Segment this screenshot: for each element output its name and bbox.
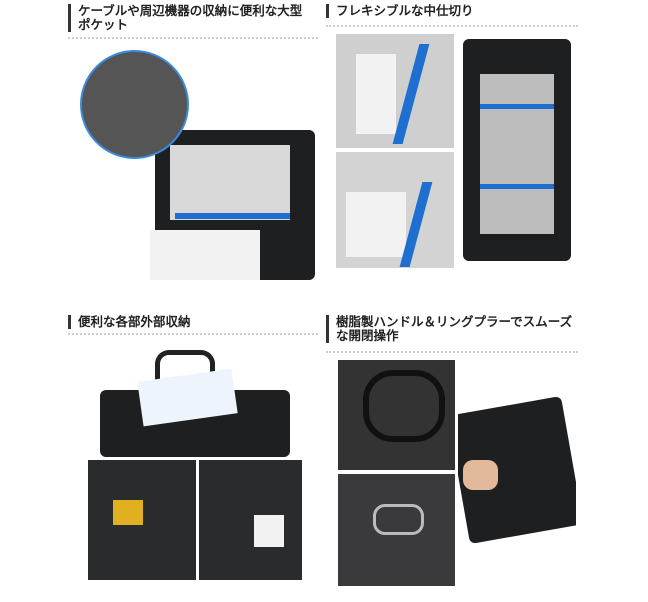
photo-opening-bag (458, 395, 576, 550)
bag-interior (480, 74, 554, 234)
section-title-large-pocket: ケーブルや周辺機器の収納に便利な大型ポケット (68, 4, 308, 32)
photo-dividers-2 (336, 152, 454, 268)
photo-external-storage-main (95, 345, 295, 457)
section-title-external-storage: 便利な各部外部収納 (68, 315, 308, 329)
blue-divider (480, 104, 554, 109)
ring-puller (373, 504, 424, 535)
hand (463, 460, 498, 490)
blue-divider (480, 184, 554, 189)
detail-inset-circle (80, 50, 189, 159)
item-in-pocket (113, 500, 143, 525)
photo-ring-puller (338, 474, 455, 586)
name-card-window (254, 515, 284, 547)
photo-dividers-open-bag (458, 34, 576, 268)
photo-side-pocket (199, 460, 302, 580)
photo-front-pocket (88, 460, 196, 580)
section-title-flexible-dividers: フレキシブルな中仕切り (326, 4, 576, 18)
pocket-flap (150, 230, 260, 280)
section-title-handle-ring-puller: 樹脂製ハンドル＆リングプラーでスムーズな開閉操作 (326, 315, 576, 343)
resin-handle (363, 370, 445, 442)
pocket-interior (170, 145, 290, 220)
photo-handle (338, 360, 455, 470)
padded-insert (346, 192, 406, 257)
divider (68, 333, 318, 335)
divider (326, 25, 578, 27)
photo-large-pocket (75, 45, 318, 280)
divider (326, 351, 578, 353)
blue-trim (175, 213, 290, 219)
blue-divider (392, 44, 430, 144)
divider (68, 37, 318, 39)
photo-dividers-1 (336, 34, 454, 148)
padded-insert (356, 54, 396, 134)
